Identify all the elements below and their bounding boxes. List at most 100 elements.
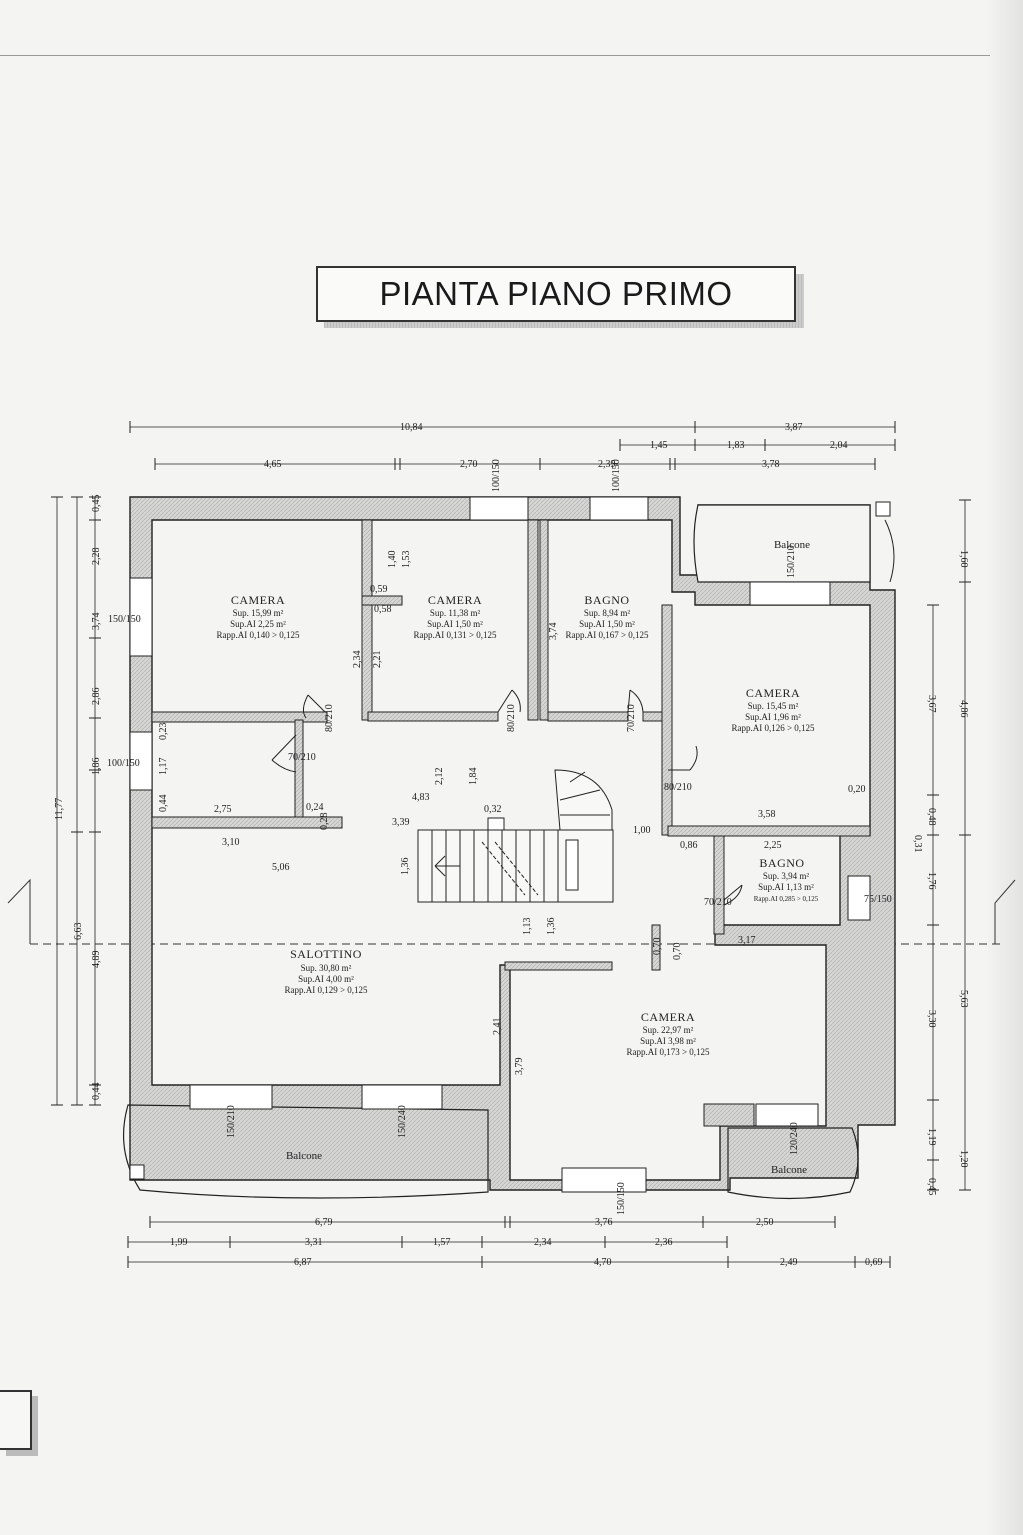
svg-text:3,74: 3,74 (548, 623, 559, 641)
svg-text:3,67: 3,67 (926, 695, 937, 713)
room-bagno-2: BAGNO Sup. 3,94 m² Sup.AI 1,13 m² Rapp.A… (754, 856, 819, 903)
svg-text:2,28: 2,28 (91, 548, 102, 566)
windows (129, 496, 871, 1193)
svg-text:Rapp.AI 0,140 > 0,125: Rapp.AI 0,140 > 0,125 (216, 630, 300, 640)
svg-text:4,89: 4,89 (91, 951, 102, 969)
svg-text:CAMERA: CAMERA (231, 593, 285, 607)
room-balcone-sw: Balcone (286, 1150, 322, 1162)
svg-text:2,41: 2,41 (492, 1018, 503, 1036)
svg-text:6,63: 6,63 (73, 923, 84, 941)
svg-text:150/150: 150/150 (616, 1182, 627, 1215)
svg-text:2,49: 2,49 (780, 1257, 798, 1268)
svg-text:3,30: 3,30 (926, 1010, 937, 1028)
svg-text:70/210: 70/210 (288, 752, 316, 763)
svg-text:0,70: 0,70 (672, 943, 683, 961)
svg-text:0,31: 0,31 (912, 835, 923, 853)
svg-text:Sup.AI 1,96 m²: Sup.AI 1,96 m² (745, 712, 801, 722)
svg-text:150/210: 150/210 (226, 1105, 237, 1138)
svg-text:1,36: 1,36 (546, 918, 557, 936)
svg-text:3,39: 3,39 (392, 817, 410, 828)
svg-text:3,17: 3,17 (738, 935, 756, 946)
page-border-line (0, 55, 990, 56)
svg-text:Sup. 8,94 m²: Sup. 8,94 m² (584, 608, 631, 618)
svg-text:1,20: 1,20 (958, 1150, 969, 1168)
svg-text:SALOTTINO: SALOTTINO (290, 947, 362, 961)
interior-dimension-labels: 1,40 1,53 0,59 0,58 2,34 2,21 3,74 2,12 … (158, 551, 866, 1076)
page-title: PIANTA PIANO PRIMO (379, 275, 733, 312)
svg-text:1,86: 1,86 (91, 758, 102, 776)
room-camera-2: CAMERA Sup. 11,38 m² Sup.AI 1,50 m² Rapp… (413, 593, 497, 640)
svg-text:3,10: 3,10 (222, 837, 240, 848)
svg-text:3,87: 3,87 (785, 422, 803, 433)
room-camera-1: CAMERA Sup. 15,99 m² Sup.AI 2,25 m² Rapp… (216, 593, 300, 640)
svg-text:Sup. 15,45 m²: Sup. 15,45 m² (748, 701, 799, 711)
svg-text:80/210: 80/210 (324, 704, 335, 732)
svg-text:0,24: 0,24 (306, 802, 324, 813)
svg-text:Rapp.AI 0,167 > 0,125: Rapp.AI 0,167 > 0,125 (565, 630, 649, 640)
svg-text:120/240: 120/240 (789, 1122, 800, 1155)
svg-text:Rapp.AI 0,173 > 0,125: Rapp.AI 0,173 > 0,125 (626, 1047, 710, 1057)
svg-text:0,59: 0,59 (370, 584, 388, 595)
svg-text:5,63: 5,63 (958, 990, 969, 1008)
svg-text:1,84: 1,84 (468, 768, 479, 786)
svg-text:CAMERA: CAMERA (746, 686, 800, 700)
svg-text:3,78: 3,78 (762, 459, 780, 470)
svg-text:0,69: 0,69 (865, 1257, 883, 1268)
svg-text:70/210: 70/210 (626, 704, 637, 732)
svg-text:2,34: 2,34 (352, 651, 363, 669)
room-salottino: SALOTTINO Sup. 30,80 m² Sup.AI 4,00 m² R… (284, 947, 368, 995)
title-box: PIANTA PIANO PRIMO (316, 266, 796, 322)
svg-text:Rapp.AI 0,131 > 0,125: Rapp.AI 0,131 > 0,125 (413, 630, 497, 640)
svg-text:1,36: 1,36 (400, 858, 411, 876)
room-bagno-1: BAGNO Sup. 8,94 m² Sup.AI 1,50 m² Rapp.A… (565, 593, 649, 640)
svg-text:0,44: 0,44 (158, 795, 169, 813)
svg-text:Sup.AI 1,50 m²: Sup.AI 1,50 m² (579, 619, 635, 629)
svg-text:75/150: 75/150 (864, 894, 892, 905)
svg-text:0,70: 0,70 (652, 938, 663, 956)
svg-text:CAMERA: CAMERA (641, 1010, 695, 1024)
svg-text:1,40: 1,40 (387, 551, 398, 569)
svg-text:4,70: 4,70 (594, 1257, 612, 1268)
title-block: PIANTA PIANO PRIMO (316, 266, 804, 328)
svg-text:3,31: 3,31 (305, 1237, 323, 1248)
svg-text:Rapp.AI 0,129 > 0,125: Rapp.AI 0,129 > 0,125 (284, 985, 368, 995)
svg-text:6,79: 6,79 (315, 1217, 333, 1228)
dimension-ticks (51, 421, 971, 1268)
svg-text:80/210: 80/210 (664, 782, 692, 793)
svg-text:3,58: 3,58 (758, 809, 776, 820)
svg-text:150/210: 150/210 (786, 545, 797, 578)
svg-text:1,00: 1,00 (633, 825, 651, 836)
svg-text:Sup.AI 1,50 m²: Sup.AI 1,50 m² (427, 619, 483, 629)
svg-text:1,19: 1,19 (926, 1128, 937, 1146)
svg-text:0,20: 0,20 (848, 784, 866, 795)
svg-text:100/150: 100/150 (107, 758, 140, 769)
svg-text:10,84: 10,84 (400, 422, 423, 433)
svg-text:BAGNO: BAGNO (584, 593, 629, 607)
svg-text:2,75: 2,75 (214, 804, 232, 815)
svg-text:0,23: 0,23 (158, 723, 169, 741)
svg-text:2,12: 2,12 (434, 768, 445, 786)
svg-text:0,86: 0,86 (680, 840, 698, 851)
room-balcone-se: Balcone (771, 1164, 807, 1176)
svg-text:1,53: 1,53 (401, 551, 412, 569)
room-balcone-ne: Balcone (774, 539, 810, 551)
svg-text:CAMERA: CAMERA (428, 593, 482, 607)
svg-text:2,34: 2,34 (534, 1237, 552, 1248)
svg-text:0,58: 0,58 (374, 604, 392, 615)
svg-text:0,44: 0,44 (91, 1083, 102, 1101)
svg-text:100/150: 100/150 (611, 459, 622, 492)
svg-text:Sup.AI 2,25 m²: Sup.AI 2,25 m² (230, 619, 286, 629)
staircase (417, 769, 614, 903)
svg-text:150/240: 150/240 (397, 1105, 408, 1138)
svg-text:Sup.AI 3,98 m²: Sup.AI 3,98 m² (640, 1036, 696, 1046)
svg-text:5,06: 5,06 (272, 862, 290, 873)
svg-text:1,99: 1,99 (170, 1237, 188, 1248)
svg-text:1,83: 1,83 (727, 440, 745, 451)
svg-text:6,87: 6,87 (294, 1257, 312, 1268)
dimension-lines (56, 426, 966, 1263)
svg-text:2,04: 2,04 (830, 440, 848, 451)
svg-text:4,83: 4,83 (412, 792, 430, 803)
svg-text:2,25: 2,25 (764, 840, 782, 851)
room-camera-4: CAMERA Sup. 22,97 m² Sup.AI 3,98 m² Rapp… (626, 1010, 710, 1057)
svg-text:0,32: 0,32 (484, 804, 502, 815)
